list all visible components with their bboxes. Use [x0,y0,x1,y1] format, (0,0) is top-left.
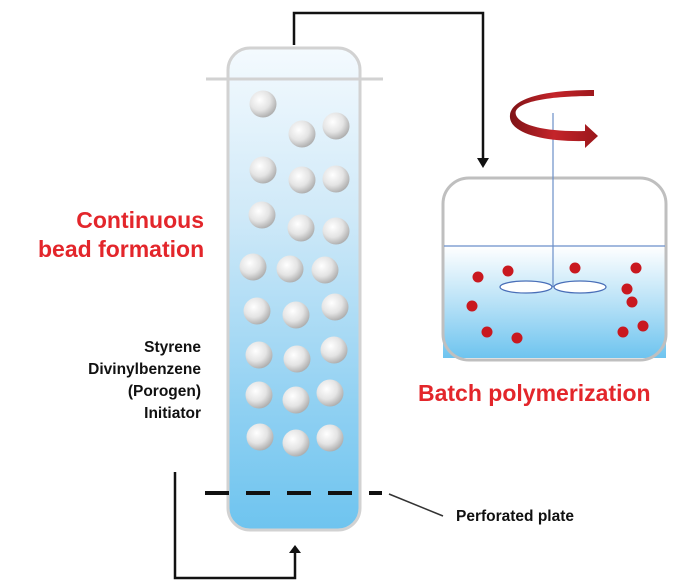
polymer-bead [282,429,310,457]
bead-formation-column [206,46,383,532]
component-porogen: (Porogen) [127,383,201,400]
reactor-bead [626,296,638,308]
polymer-bead [311,256,339,284]
reactor-bead [502,265,514,277]
transfer-arrow [292,11,489,168]
reactor-bead [466,300,478,312]
reactor-bead [569,262,581,274]
polymer-bead [287,214,315,242]
component-divinylbenzene: Divinylbenzene [88,361,201,378]
reactor-vessel [441,176,668,362]
polymer-bead [288,166,316,194]
reactor-bead [637,320,649,332]
polymer-bead [246,423,274,451]
stirrer-blade-left [499,280,553,294]
feed-inlet-arrow [173,472,301,580]
reactor-bead [511,332,523,344]
batch-polymerization-label: Batch polymerization [418,380,651,406]
feed-components-label: Styrene Divinylbenzene (Porogen) Initiat… [60,337,201,425]
polymer-bead [288,120,316,148]
polymer-bead [245,341,273,369]
reactor-bead [621,283,633,295]
polymer-bead [248,201,276,229]
continuous-bead-formation-label: Continuous bead formation [38,206,204,264]
polymer-bead [243,297,271,325]
polymer-bead [322,165,350,193]
polymer-bead [249,156,277,184]
batch-reactor [441,113,668,362]
polymer-bead [282,301,310,329]
reactor-bead [617,326,629,338]
polymer-bead [320,336,348,364]
reactor-beads [466,262,649,344]
polymer-bead [245,381,273,409]
polymer-bead [283,345,311,373]
rotation-arrow-icon [509,90,598,148]
label-line-1: Continuous [76,207,204,233]
polymer-bead [321,293,349,321]
stirrer-blade-right [553,280,607,294]
polymer-bead [282,386,310,414]
component-initiator: Initiator [144,405,201,422]
polymer-bead [316,424,344,452]
column-beads [239,90,350,457]
polymer-bead [322,217,350,245]
reactor-bead [472,271,484,283]
reactor-bead [481,326,493,338]
reactor-bead [630,262,642,274]
label-line-2: bead formation [38,236,205,262]
component-styrene: Styrene [144,339,201,356]
polymer-bead [249,90,277,118]
polymer-bead [239,253,267,281]
perforated-plate-leader-line [388,493,444,517]
polymer-bead [322,112,350,140]
polymer-bead [316,379,344,407]
polymer-bead [276,255,304,283]
perforated-plate-label: Perforated plate [456,508,575,525]
